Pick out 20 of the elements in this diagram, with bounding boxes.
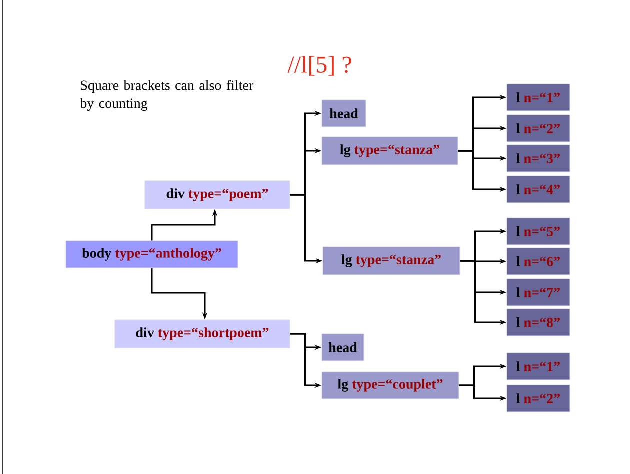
element-box: body type=“anthology” <box>66 240 238 268</box>
element-box: l n=“4” <box>506 176 570 204</box>
element-box: head <box>322 100 366 128</box>
element-box: div type=“poem” <box>144 180 290 210</box>
element-box: l n=“2” <box>506 114 570 142</box>
element-box: l n=“7” <box>506 278 570 306</box>
note-text: Square brackets can also filter by counting <box>80 80 254 112</box>
element-box: div type=“shortpoem” <box>114 320 290 348</box>
element-box: l n=“5” <box>506 218 570 246</box>
element-box: l n=“1” <box>506 84 570 112</box>
element-box: lg type=“stanza” <box>322 136 458 166</box>
title: //l[5] ? <box>288 56 352 76</box>
element-box: l n=“2” <box>506 384 570 412</box>
element-box: lg type=“stanza” <box>322 246 460 276</box>
element-box: l n=“1” <box>506 352 570 380</box>
element-box: l n=“8” <box>506 308 570 336</box>
element-box: head <box>322 334 364 362</box>
element-box: l n=“6” <box>506 248 570 276</box>
element-box: l n=“3” <box>506 144 570 172</box>
element-box: lg type=“couplet” <box>322 372 460 400</box>
